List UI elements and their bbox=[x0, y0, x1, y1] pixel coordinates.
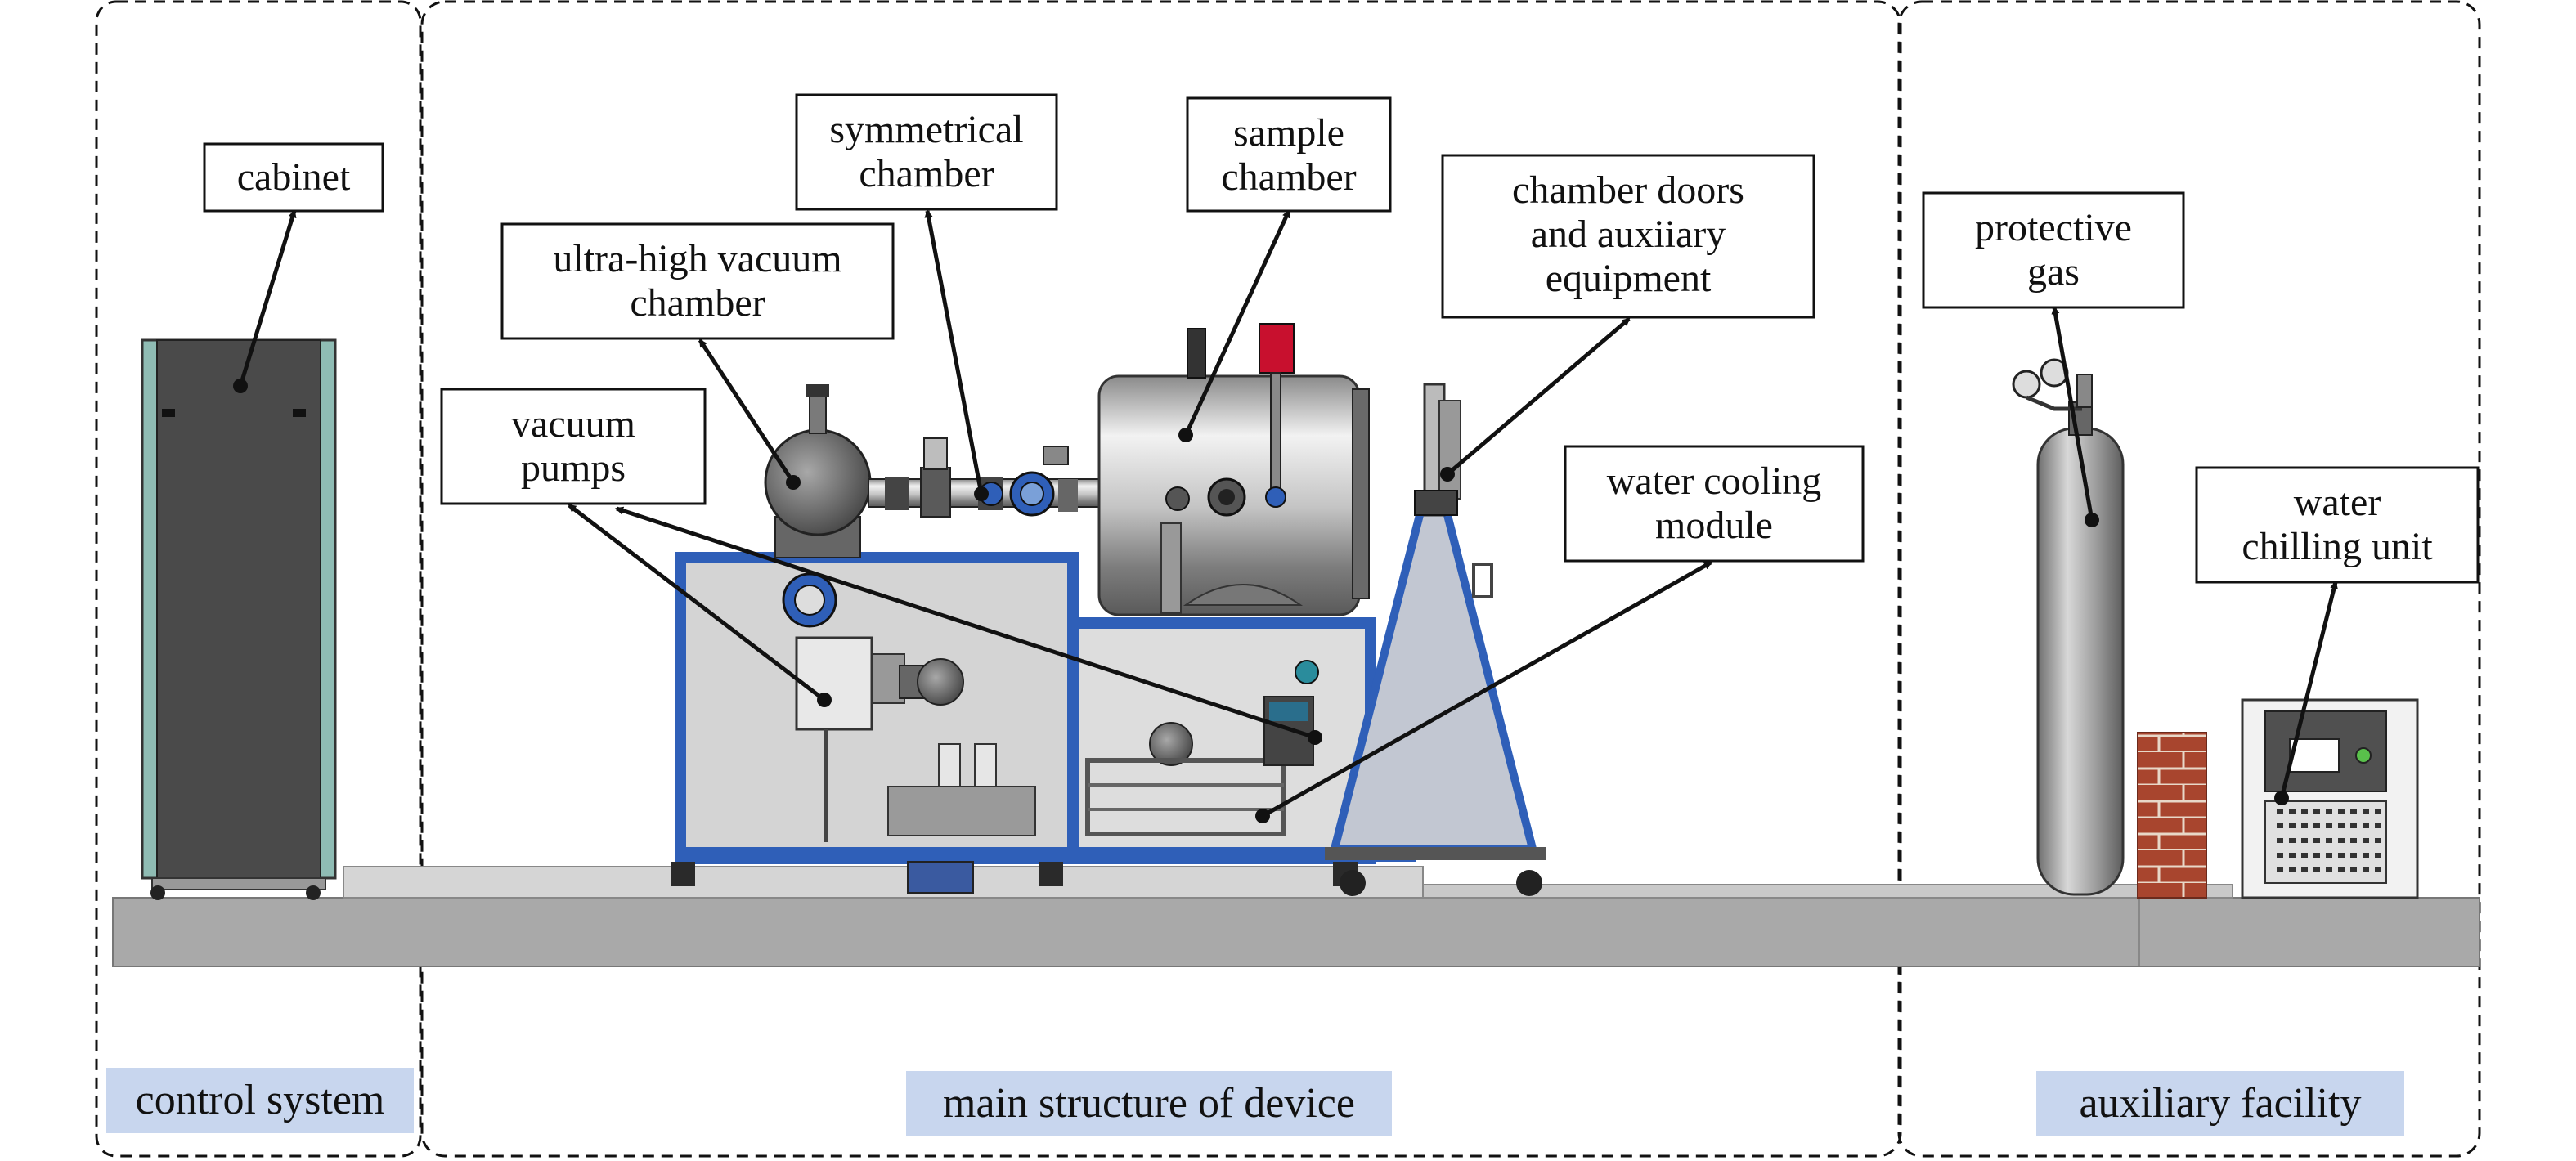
svg-text:sample: sample bbox=[1233, 111, 1344, 155]
arrow-pumps-1 bbox=[568, 504, 826, 702]
callout-water-chiller: water chilling unit bbox=[2195, 466, 2480, 584]
callout-arrows bbox=[238, 209, 2338, 818]
svg-text:cabinet: cabinet bbox=[237, 155, 351, 199]
svg-text:vacuum: vacuum bbox=[511, 402, 635, 446]
water-chilling-unit bbox=[2241, 698, 2419, 899]
arrow-sample-chamber bbox=[1183, 209, 1291, 437]
arrow-chamber-doors bbox=[1446, 317, 1631, 476]
arrow-pumps-2 bbox=[615, 506, 1316, 740]
svg-text:water cooling: water cooling bbox=[1607, 459, 1822, 503]
svg-text:module: module bbox=[1655, 504, 1773, 547]
arrow-water-cooling bbox=[1261, 560, 1712, 818]
section-box-auxiliary bbox=[1897, 0, 2481, 1158]
water-cooling-hardware bbox=[1085, 660, 1319, 836]
callout-water-cooling: water cooling module bbox=[1564, 445, 1865, 563]
arrow-protective-gas bbox=[2051, 306, 2094, 521]
svg-text:and auxiiary: and auxiiary bbox=[1531, 213, 1726, 256]
svg-text:ultra-high vacuum: ultra-high vacuum bbox=[553, 237, 841, 280]
label-symmetrical-line-1: symmetrical bbox=[829, 108, 1023, 151]
section-label-main: main structure of device bbox=[906, 1071, 1392, 1136]
label-chiller-line-2: chilling unit bbox=[2242, 525, 2433, 568]
section-box-main bbox=[420, 0, 1902, 1158]
arrow-origin-dots bbox=[233, 379, 2289, 823]
label-sample-line-1: sample bbox=[1233, 111, 1344, 155]
svg-text:pumps: pumps bbox=[521, 446, 626, 490]
label-uhv-line-1: ultra-high vacuum bbox=[553, 237, 841, 280]
floor-slab bbox=[112, 866, 2480, 967]
arrow-symmetrical-chamber bbox=[924, 209, 984, 495]
svg-text:protective: protective bbox=[1975, 206, 2132, 249]
chamber-door-stand bbox=[1325, 383, 1546, 896]
vacuum-pump-machinery bbox=[782, 572, 1036, 894]
callout-uhv-chamber: ultra-high vacuum chamber bbox=[500, 222, 895, 340]
svg-text:symmetrical: symmetrical bbox=[829, 108, 1023, 151]
callout-chamber-doors: chamber doors and auxiiary equipment bbox=[1441, 154, 1815, 319]
svg-text:main structure of device: main structure of device bbox=[943, 1080, 1355, 1127]
sample-chamber bbox=[1043, 323, 1370, 616]
symmetrical-chamber bbox=[868, 437, 1115, 518]
label-chiller-line-1: water bbox=[2294, 481, 2381, 524]
label-cooling-line-2: module bbox=[1655, 504, 1773, 547]
label-gas-line-2: gas bbox=[2027, 250, 2080, 294]
callout-vacuum-pumps: vacuum pumps bbox=[440, 388, 707, 505]
svg-text:auxiliary facility: auxiliary facility bbox=[2079, 1080, 2361, 1127]
svg-text:chilling unit: chilling unit bbox=[2242, 525, 2433, 568]
section-box-control bbox=[95, 0, 422, 1158]
svg-text:chamber doors: chamber doors bbox=[1512, 168, 1744, 212]
label-doors-line-2: and auxiiary bbox=[1531, 213, 1726, 256]
label-gas-line-1: protective bbox=[1975, 206, 2132, 249]
label-pumps-line-2: pumps bbox=[521, 446, 626, 490]
ultra-high-vacuum-chamber bbox=[764, 384, 872, 558]
brick-wall bbox=[2137, 732, 2207, 899]
label-doors-line-1: chamber doors bbox=[1512, 168, 1744, 212]
label-doors-line-3: equipment bbox=[1546, 257, 1712, 300]
label-uhv-line-2: chamber bbox=[630, 281, 765, 325]
svg-text:water: water bbox=[2294, 481, 2381, 524]
callout-cabinet: cabinet bbox=[203, 142, 384, 213]
svg-text:gas: gas bbox=[2027, 250, 2080, 294]
section-label-auxiliary: auxiliary facility bbox=[2036, 1071, 2404, 1136]
arrow-uhv-chamber bbox=[698, 338, 796, 484]
callout-protective-gas: protective gas bbox=[1922, 191, 2185, 309]
svg-text:chamber: chamber bbox=[859, 152, 994, 195]
protective-gas-cylinder bbox=[2012, 358, 2125, 896]
section-label-control: control system bbox=[106, 1068, 414, 1133]
label-cabinet-line-1: cabinet bbox=[237, 155, 351, 199]
label-symmetrical-line-2: chamber bbox=[859, 152, 994, 195]
label-pumps-line-1: vacuum bbox=[511, 402, 635, 446]
callout-symmetrical-chamber: symmetrical chamber bbox=[795, 93, 1058, 211]
svg-text:chamber: chamber bbox=[630, 281, 765, 325]
cabinet-unit bbox=[141, 338, 337, 900]
svg-text:chamber: chamber bbox=[1221, 155, 1356, 199]
svg-text:equipment: equipment bbox=[1546, 257, 1712, 300]
label-cooling-line-1: water cooling bbox=[1607, 459, 1822, 503]
callout-sample-chamber: sample chamber bbox=[1186, 96, 1392, 213]
svg-text:control system: control system bbox=[136, 1077, 385, 1123]
arrow-cabinet bbox=[238, 209, 297, 387]
arrow-water-chiller bbox=[2279, 580, 2338, 799]
label-sample-line-2: chamber bbox=[1221, 155, 1356, 199]
